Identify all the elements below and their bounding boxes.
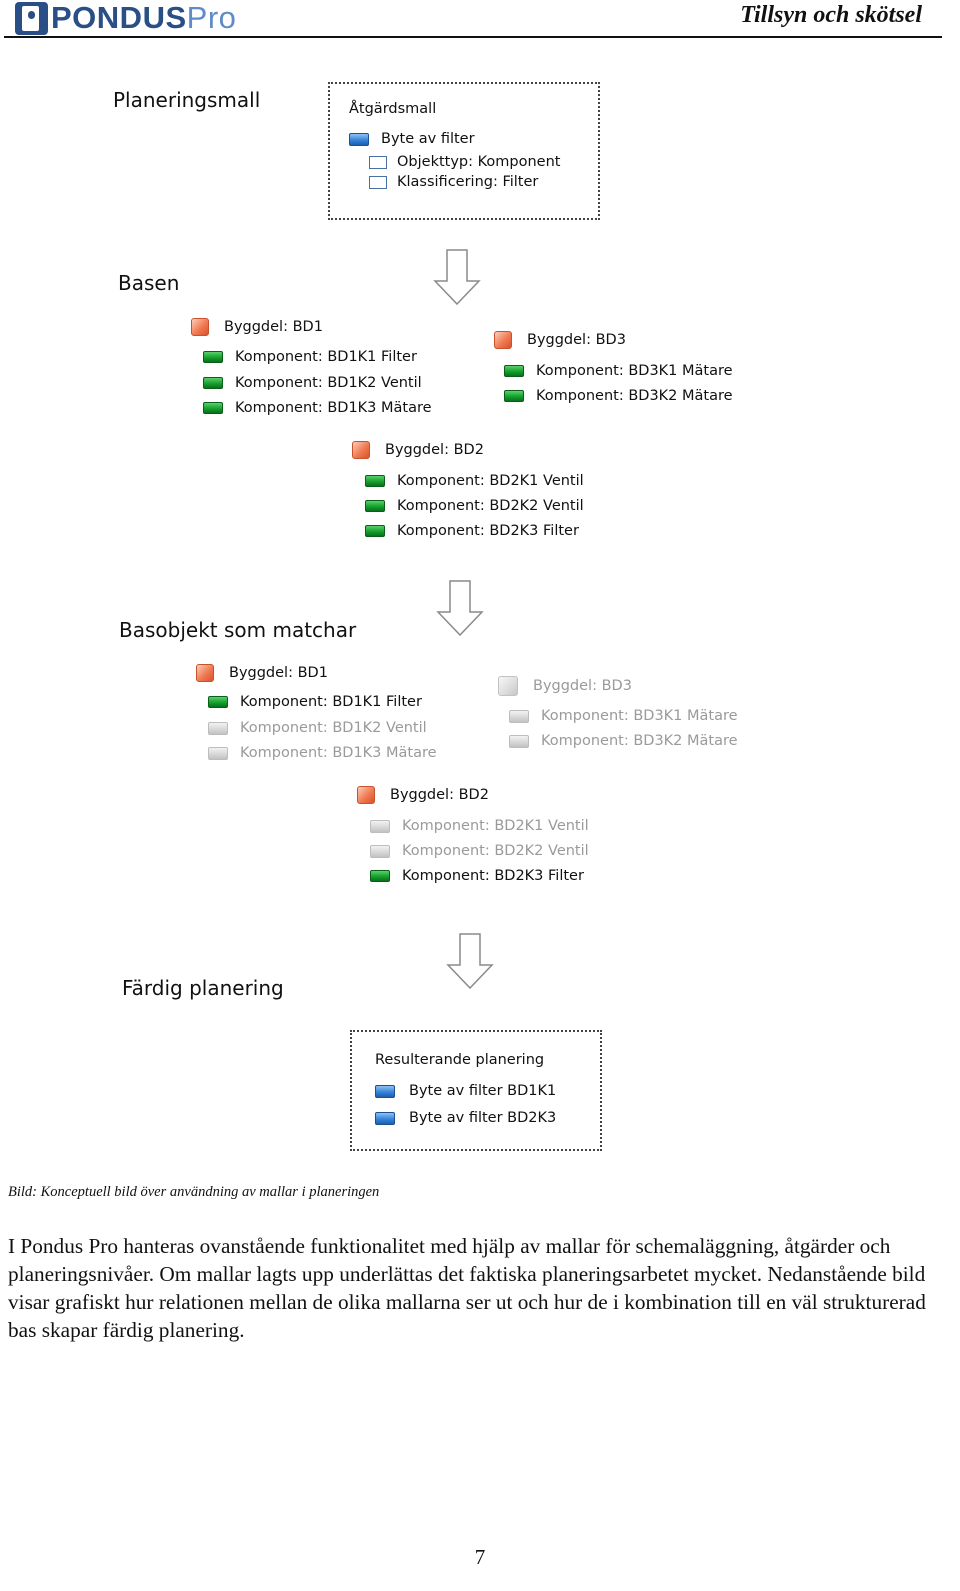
pondus-pro-logo: PONDUS Pro — [15, 0, 236, 36]
match-byggdel-bd2: Byggdel: BD2 — [357, 786, 489, 804]
component-icon — [504, 365, 524, 377]
inactive-component-icon — [509, 709, 529, 723]
template-action-item: Byte av filter — [349, 131, 475, 147]
basen-component: Komponent: BD1K3 Mätare — [203, 400, 432, 416]
down-arrow-icon — [446, 933, 494, 989]
action-icon — [349, 132, 369, 146]
match-component-matched: Komponent: BD2K3 Filter — [370, 868, 584, 884]
action-icon — [375, 1084, 395, 1098]
pondus-logo-icon — [15, 1, 48, 35]
header-divider — [4, 36, 942, 38]
atgardsmall-title: Åtgärdsmall — [349, 101, 437, 117]
match-component-unmatched: Komponent: BD2K1 Ventil — [370, 818, 589, 834]
criteria-checkbox-icon — [369, 175, 387, 189]
planned-action-item: Byte av filter BD1K1 — [375, 1083, 556, 1099]
inactive-component-icon — [208, 721, 228, 735]
body-paragraph: I Pondus Pro hanteras ovanstående funkti… — [8, 1234, 926, 1342]
logo-pro-text: Pro — [186, 0, 237, 35]
match-byggdel-bd1: Byggdel: BD1 — [196, 664, 328, 682]
component-icon — [365, 500, 385, 512]
down-arrow-icon — [436, 580, 484, 636]
section-heading-fardig: Färdig planering — [122, 976, 284, 1000]
page-number: 7 — [474, 1545, 486, 1569]
byggdel-icon — [352, 441, 370, 459]
component-icon — [365, 475, 385, 487]
basen-component: Komponent: BD1K1 Filter — [203, 349, 417, 365]
criteria-checkbox-icon — [369, 155, 387, 169]
section-heading-planeringsmall: Planeringsmall — [113, 88, 261, 112]
planned-action-item: Byte av filter BD2K3 — [375, 1110, 556, 1126]
match-component-unmatched: Komponent: BD1K2 Ventil — [208, 720, 427, 736]
basen-component: Komponent: BD1K2 Ventil — [203, 375, 422, 391]
inactive-byggdel-icon — [498, 676, 518, 696]
byggdel-icon — [357, 786, 375, 804]
match-component-unmatched: Komponent: BD3K2 Mätare — [509, 733, 738, 749]
criteria-item: Klassificering: Filter — [369, 174, 538, 190]
component-icon — [365, 525, 385, 537]
component-icon — [203, 351, 223, 363]
component-icon — [203, 402, 223, 414]
component-icon — [203, 377, 223, 389]
resulterande-planering-title: Resulterande planering — [375, 1052, 545, 1068]
match-component-unmatched: Komponent: BD3K1 Mätare — [509, 708, 738, 724]
match-byggdel-bd3: Byggdel: BD3 — [498, 676, 632, 696]
match-component-matched: Komponent: BD1K1 Filter — [208, 694, 422, 710]
inactive-component-icon — [370, 844, 390, 858]
component-icon — [504, 390, 524, 402]
section-heading-basen: Basen — [118, 271, 180, 295]
logo-main-text: PONDUS — [51, 0, 187, 35]
inactive-component-icon — [370, 819, 390, 833]
byggdel-icon — [196, 664, 214, 682]
component-icon — [208, 696, 228, 708]
byggdel-icon — [191, 318, 209, 336]
resulterande-planering-box — [350, 1030, 602, 1151]
header-title: Tillsyn och skötsel — [740, 2, 922, 28]
byggdel-icon — [494, 331, 512, 349]
criteria-item: Objekttyp: Komponent — [369, 154, 560, 170]
down-arrow-icon — [433, 249, 481, 305]
figure-caption: Bild: Konceptuell bild över användning a… — [8, 1184, 380, 1200]
basen-component: Komponent: BD2K2 Ventil — [365, 498, 584, 514]
basen-component: Komponent: BD3K1 Mätare — [504, 363, 733, 379]
match-component-unmatched: Komponent: BD1K3 Mätare — [208, 745, 437, 761]
basen-component: Komponent: BD3K2 Mätare — [504, 388, 733, 404]
component-icon — [370, 870, 390, 882]
basen-byggdel-bd1: Byggdel: BD1 — [191, 318, 323, 336]
match-component-unmatched: Komponent: BD2K2 Ventil — [370, 843, 589, 859]
inactive-component-icon — [208, 746, 228, 760]
basen-byggdel-bd2: Byggdel: BD2 — [352, 441, 484, 459]
inactive-component-icon — [509, 734, 529, 748]
action-icon — [375, 1111, 395, 1125]
basen-component: Komponent: BD2K1 Ventil — [365, 473, 584, 489]
atgardsmall-box — [328, 82, 600, 220]
basen-component: Komponent: BD2K3 Filter — [365, 523, 579, 539]
basen-byggdel-bd3: Byggdel: BD3 — [494, 331, 626, 349]
section-heading-matchar: Basobjekt som matchar — [119, 618, 357, 642]
